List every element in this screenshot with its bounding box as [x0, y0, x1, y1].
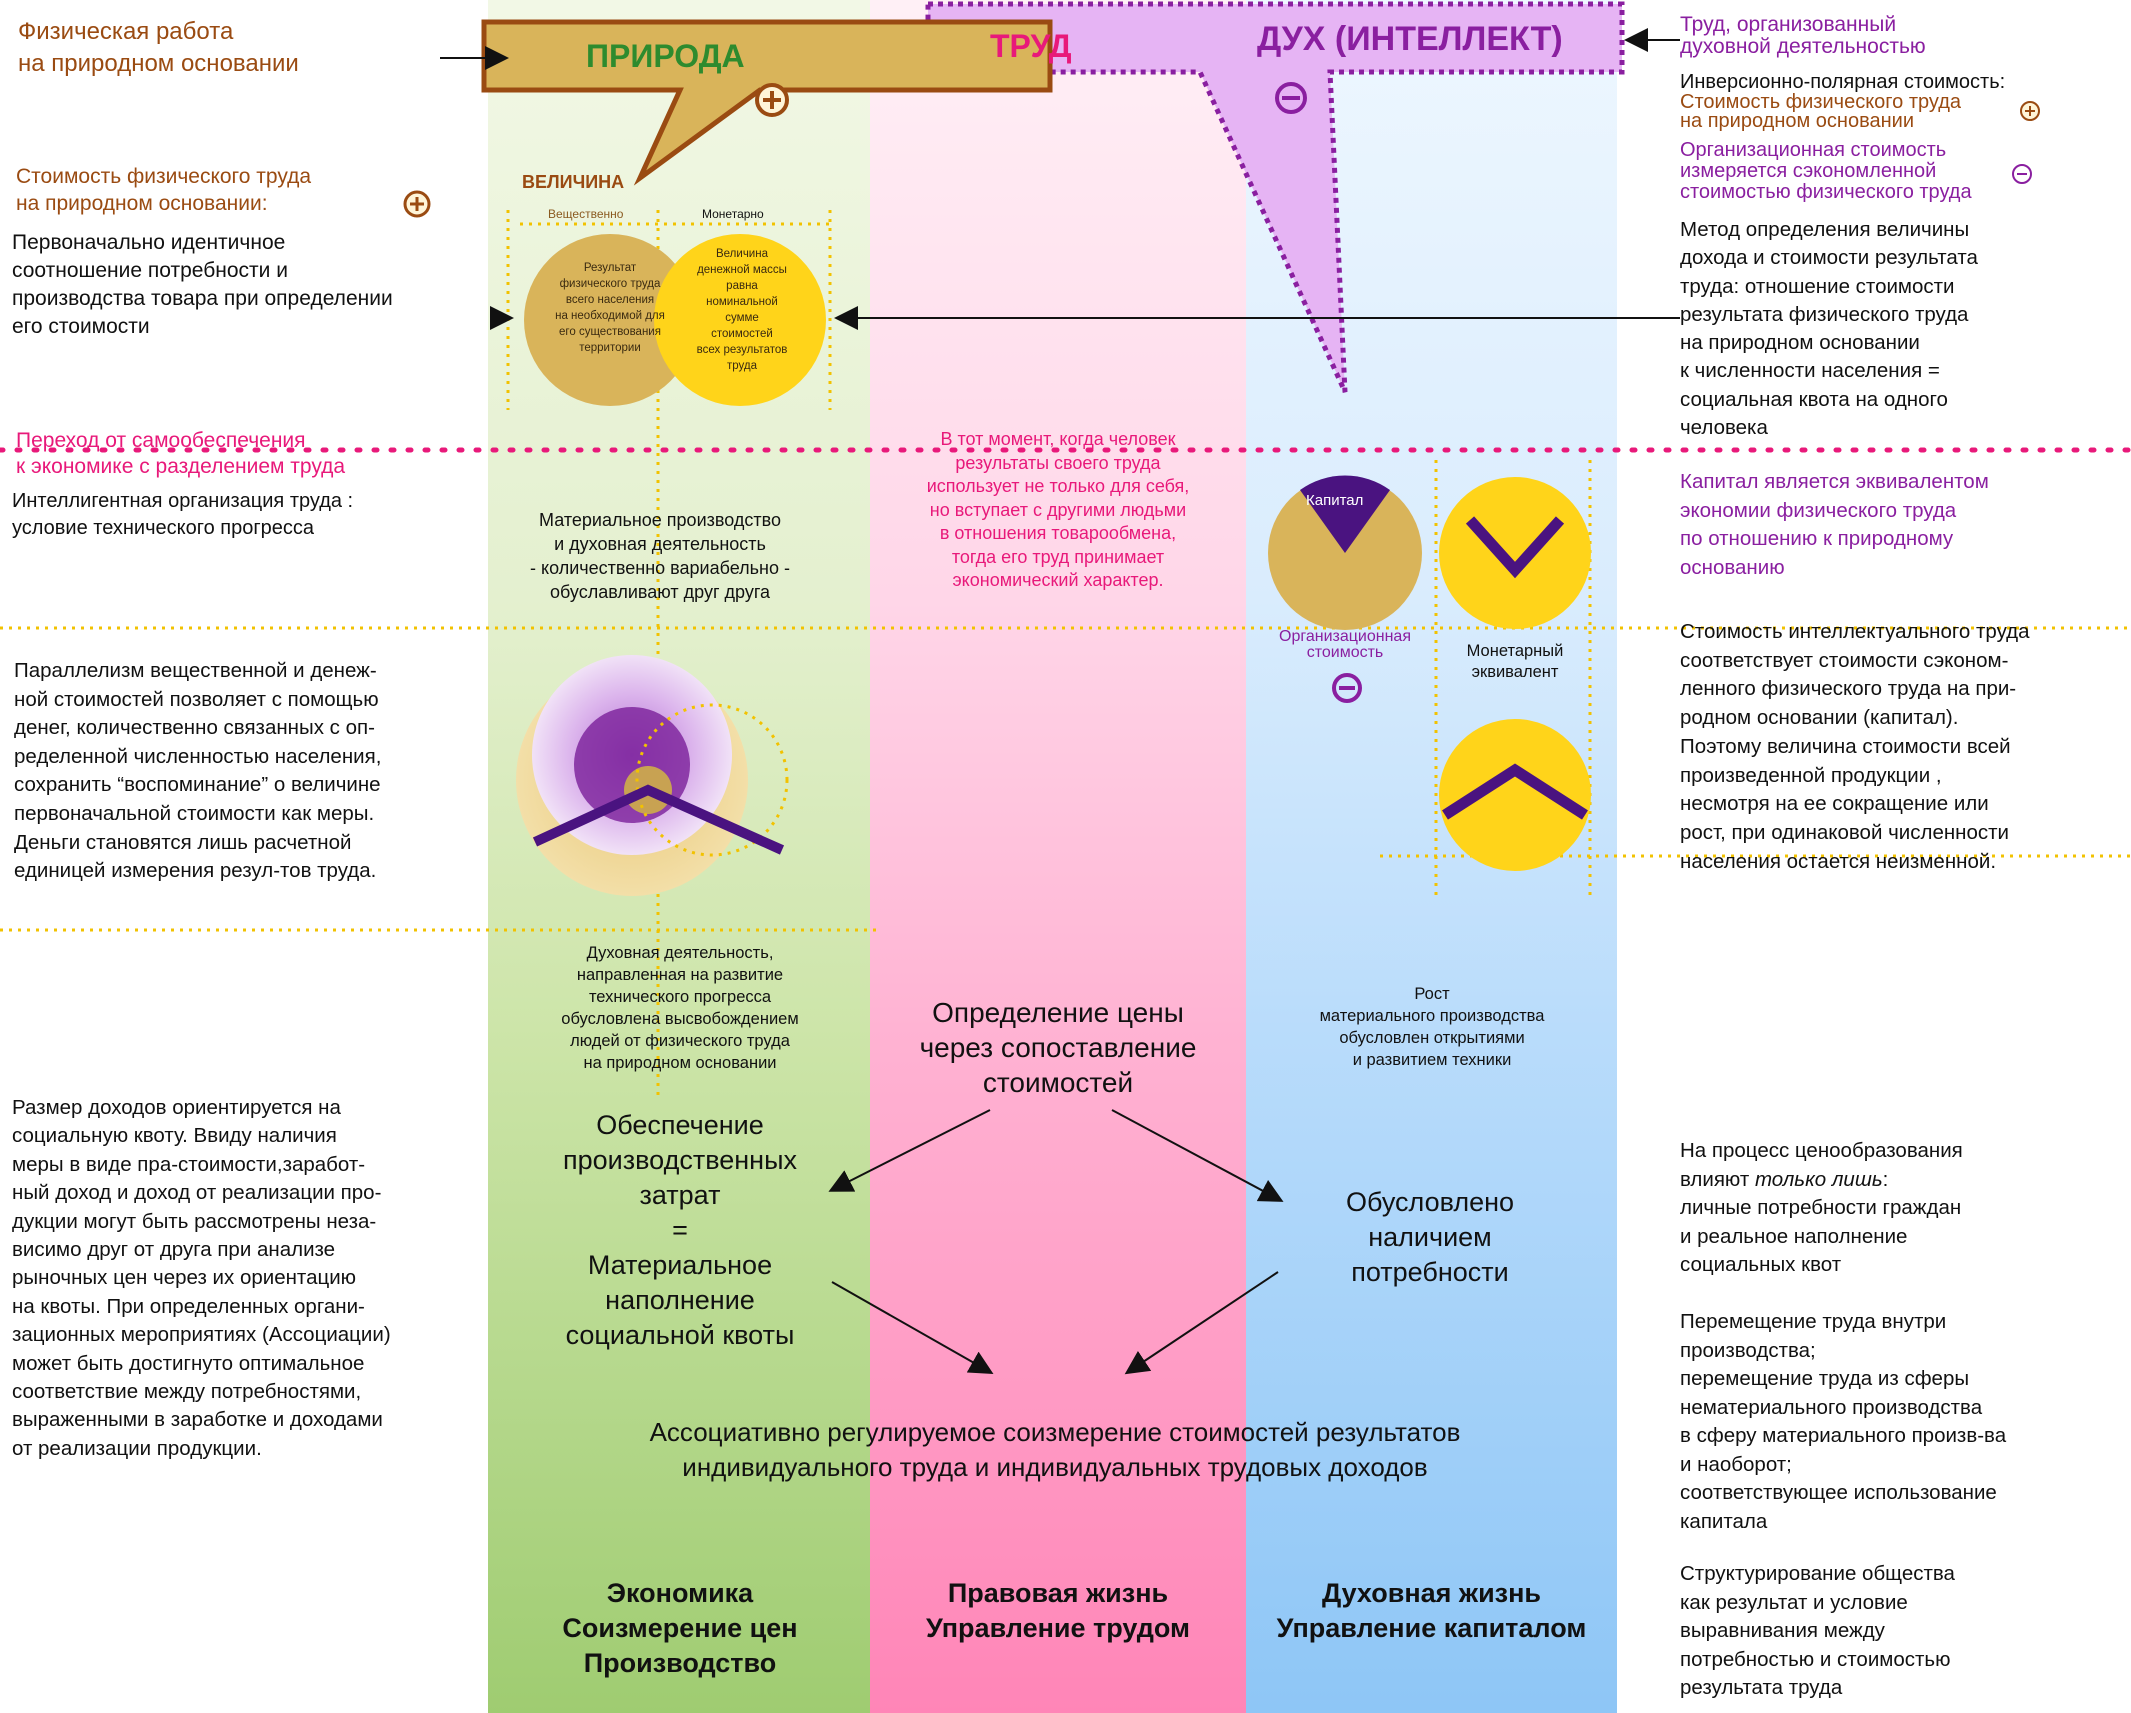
monetary-eq-label: Монетарный эквивалент: [1466, 642, 1564, 681]
material-result-circle: [524, 234, 696, 406]
labor-column: [870, 0, 1246, 1713]
plus-small-icon: [403, 190, 431, 218]
arrow-price-right: [1111, 1109, 1284, 1202]
pricing-em: только лишь: [1754, 1167, 1883, 1191]
org-cost-text: Организационная стоимость измеряется сэк…: [1680, 139, 1972, 203]
inversion-text: Инверсионно-полярная стоимость:: [1680, 71, 2006, 93]
priroda-label: ПРИРОДА: [586, 38, 745, 74]
growth-text: Рост материального производства обусловл…: [1319, 985, 1545, 1069]
arrow-need-down: [1124, 1271, 1279, 1375]
capital-eq-text: Капитал является эквивалентом экономии ф…: [1680, 470, 1989, 579]
kapital-label: Капитал: [1306, 492, 1364, 509]
moment-text: В тот момент, когда человек результаты с…: [926, 429, 1190, 590]
price-text: Определение цены через сопоставление сто…: [919, 997, 1197, 1098]
arrow-price-left: [828, 1109, 991, 1192]
layered-circle: [516, 655, 789, 896]
transition-text: Переход от самообеспечения к экономике с…: [16, 429, 346, 478]
arrow-provision-down: [831, 1281, 994, 1374]
intellect-text: Стоимость интеллектуального труда соотве…: [1680, 620, 2030, 873]
phys-work-text: Физическая работа на природном основании: [18, 18, 299, 77]
initial-text: Первоначально идентичное соотношение пот…: [12, 231, 393, 338]
circle2-text: Величина денежной массы равна номинально…: [696, 248, 788, 372]
assoc-text: Ассоциативно регулируемое соизмерение ст…: [649, 1417, 1461, 1482]
material-text: Материальное производство и духовная дея…: [530, 510, 790, 602]
economy-label: Экономика Соизмерение цен Производство: [562, 1578, 798, 1678]
income-text: Размер доходов ориентируется на социальн…: [12, 1096, 391, 1460]
legal-life-label: Правовая жизнь Управление трудом: [925, 1578, 1190, 1643]
spiritual-life-label: Духовная жизнь Управление капиталом: [1276, 1578, 1587, 1643]
need-text: Обусловлено наличием потребности: [1345, 1187, 1515, 1287]
intelligent-text: Интеллигентная организация труда : услов…: [12, 490, 354, 539]
trud-label: ТРУД: [990, 28, 1072, 64]
organized-text: Труд, организованный духовной деятельнос…: [1680, 13, 1926, 58]
spiritual-text: Духовная деятельность, направленная на р…: [561, 944, 799, 1072]
velichina-label: ВЕЛИЧИНА: [522, 172, 625, 192]
dukh-label: ДУХ (ИНТЕЛЛЕКТ): [1257, 20, 1563, 58]
parallel-text: Параллелизм вещественной и денеж- ной ст…: [14, 659, 382, 883]
org-cost-label: Организационная стоимость: [1279, 628, 1411, 661]
veshchestvenno-label: Вещественно: [548, 207, 624, 221]
money-mass-circle: [654, 234, 826, 406]
phys-cost-text: Стоимость физического труда на природном…: [1680, 91, 1962, 132]
minus-icon: [1275, 82, 1307, 114]
monetary-circle-bottom: [1439, 719, 1591, 871]
pricing-b: : личные потребности граждан и реальное …: [1680, 1167, 1962, 1277]
structure-text: Структурирование общества как результат …: [1680, 1562, 1955, 1699]
movement-text: Перемещение труда внутри производства; п…: [1680, 1310, 2007, 1533]
nature-banner: [481, 19, 1053, 186]
monetary-circle-top: [1439, 477, 1591, 629]
minus-org-icon: [1332, 673, 1362, 703]
pricing-text: На процесс ценообразования влияют только…: [1680, 1137, 1963, 1280]
circle1-text: Результат физического труда всего населе…: [555, 262, 665, 354]
provision-text: Обеспечение производственных затрат = Ма…: [563, 1110, 797, 1350]
monetarno-label: Монетарно: [702, 207, 764, 221]
plus-small-icon-2: [2020, 101, 2040, 121]
capital-circle: [1268, 475, 1422, 630]
cost-title: Стоимость физического труда на природном…: [16, 165, 312, 215]
method-text: Метод определения величины дохода и стои…: [1680, 218, 1978, 440]
minus-small-icon: [2012, 164, 2032, 184]
pricing-a: На процесс ценообразования влияют: [1680, 1139, 1963, 1191]
plus-icon: [755, 83, 789, 117]
